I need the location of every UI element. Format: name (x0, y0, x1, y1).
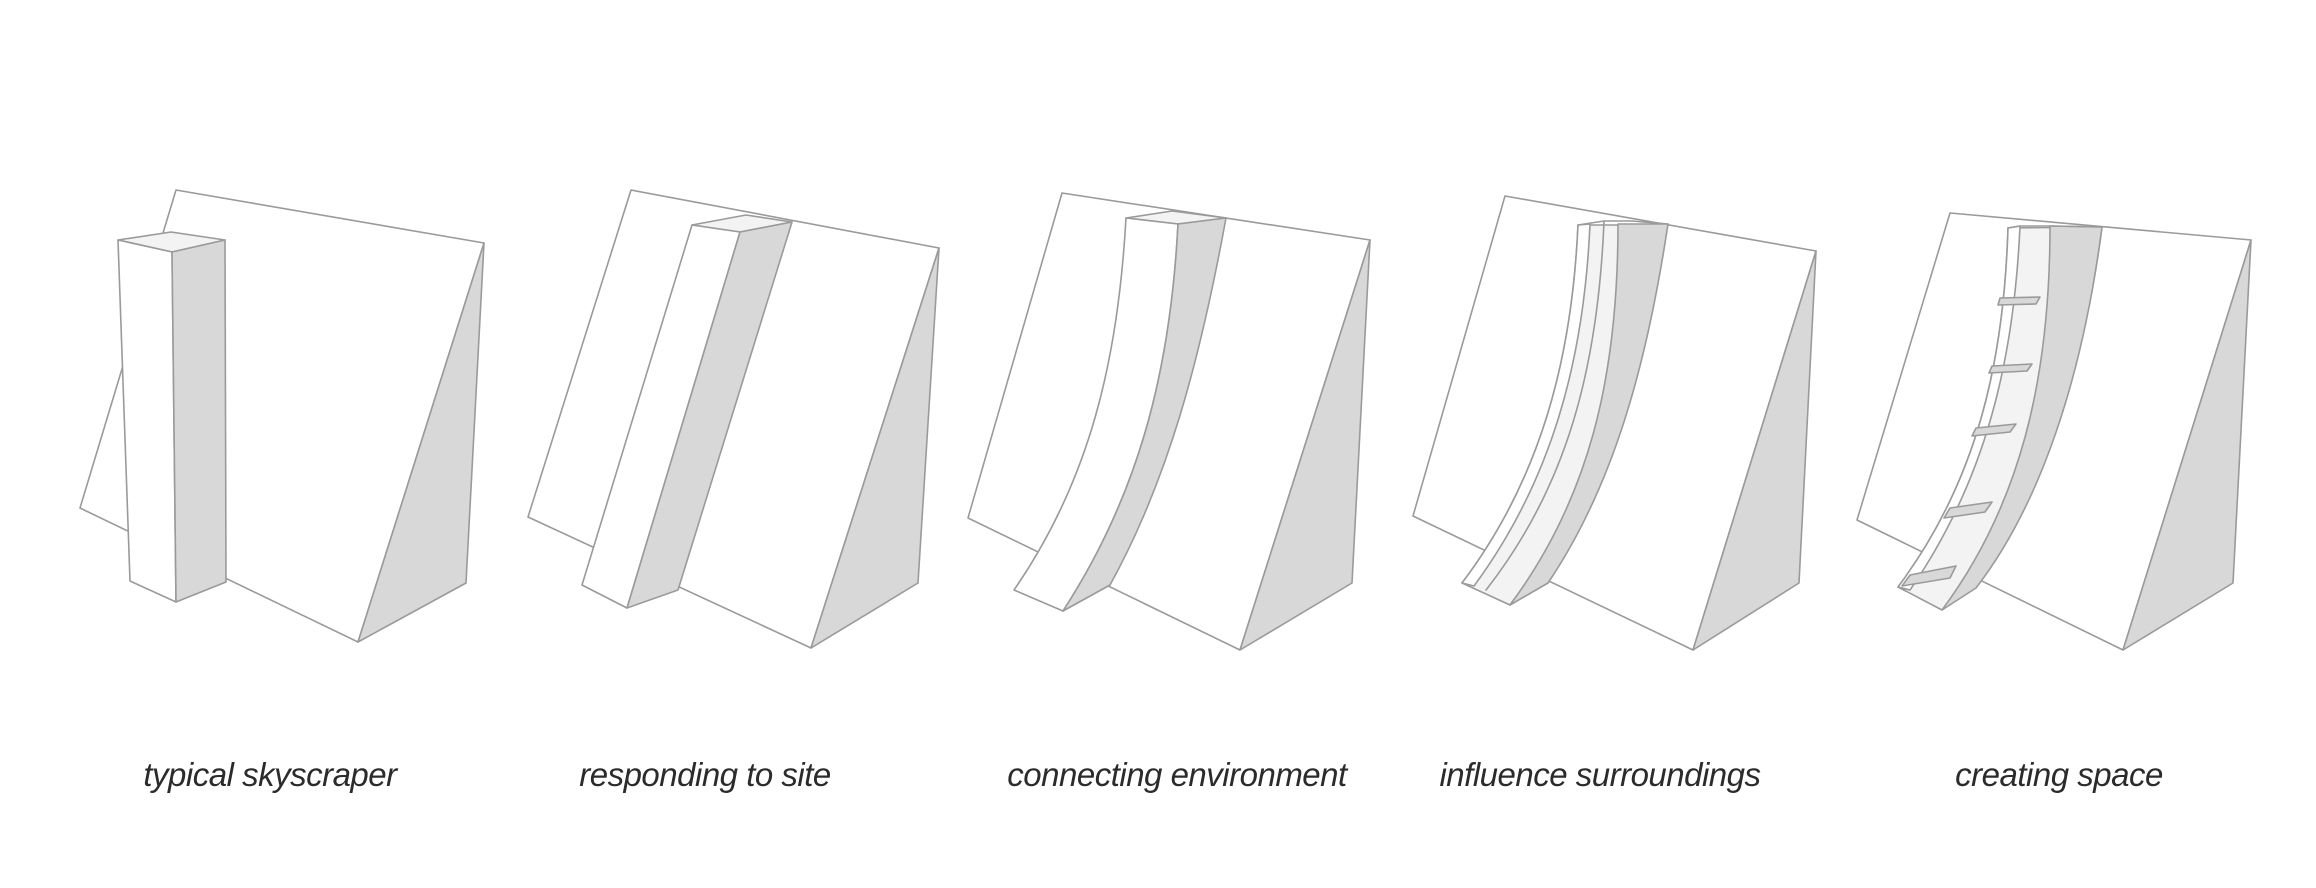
step-label: influence surroundings (1439, 756, 1761, 793)
inner-wing-side-face (1509, 223, 1669, 606)
floor-slab (1988, 363, 2033, 374)
wedge-side-face (810, 247, 940, 649)
floor-slab (1997, 296, 2041, 306)
floor-slab (1901, 565, 1957, 587)
curved-tower-side-face (1062, 217, 1227, 612)
step-label: creating space (1955, 756, 2163, 793)
floor-slab (1943, 501, 1993, 519)
frame-front-face (1897, 225, 2021, 591)
wing-top-edge (1577, 220, 1669, 226)
step-2-responding-to-site-model (527, 189, 940, 649)
wedge-side-face (357, 242, 485, 643)
wedge-side-face (1239, 239, 1371, 651)
step-4-influence-surroundings-model (1412, 195, 1817, 651)
outer-wing-front-face (1461, 223, 1591, 587)
tower-front-face (117, 239, 177, 603)
floor-slab (1971, 423, 2017, 437)
frame-top-edge (2007, 225, 2103, 229)
tower-side-face (171, 239, 227, 603)
wing-inner-edge (1485, 220, 1605, 591)
step-1-typical-skyscraper-model (79, 189, 485, 643)
step-5-creating-space-model (1856, 212, 2252, 651)
step-label: responding to site (579, 756, 831, 793)
step-3-connecting-environment-model (967, 192, 1371, 651)
slanted-tower-side-face (626, 221, 793, 609)
step-label: connecting environment (1007, 756, 1347, 793)
step-label: typical skyscraper (143, 756, 397, 793)
wedge-side-face (1692, 250, 1817, 651)
wedge-side-face (2122, 239, 2252, 651)
frame-side-face (1941, 225, 2103, 611)
